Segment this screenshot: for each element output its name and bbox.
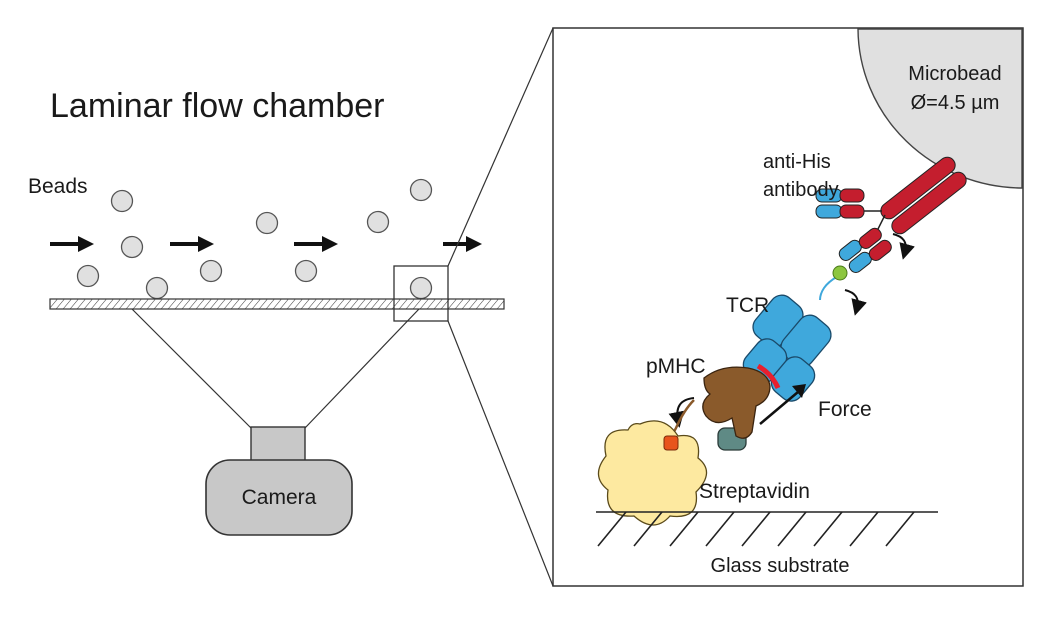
his-tag	[832, 265, 848, 281]
zoom-box	[393, 265, 449, 322]
force-label: Force	[818, 398, 872, 421]
streptavidin	[597, 420, 708, 526]
view-cone	[131, 308, 420, 429]
microbead-size-label: Ø=4.5 µm	[911, 92, 1000, 114]
tcr-label: TCR	[726, 294, 769, 317]
flow-arrow-1	[50, 236, 94, 252]
bead	[76, 264, 100, 288]
camera-label: Camera	[242, 486, 317, 509]
bead	[110, 189, 134, 213]
rotation-arrow-icon	[844, 289, 867, 316]
streptavidin-label: Streptavidin	[699, 480, 810, 503]
beads-label: Beads	[28, 175, 88, 198]
chamber-surface	[49, 298, 505, 310]
bead	[366, 210, 390, 234]
flow-arrows	[50, 236, 482, 252]
flow-arrow-3	[294, 236, 338, 252]
bead	[145, 276, 169, 300]
bead	[409, 178, 433, 202]
chamber-title: Laminar flow chamber	[50, 87, 384, 125]
biotin	[663, 435, 679, 451]
bead	[120, 235, 144, 259]
antibody-label: antibody	[763, 179, 839, 201]
rotation-arrows	[668, 233, 915, 428]
flow-arrow-2	[170, 236, 214, 252]
bead	[199, 259, 223, 283]
rotation-arrow-icon	[668, 397, 695, 428]
his-linker	[819, 275, 839, 301]
camera-icon	[205, 426, 353, 536]
anti-his-antibody	[815, 156, 967, 273]
bead	[294, 259, 318, 283]
microbead-label: Microbead	[908, 63, 1001, 85]
force-arrow	[759, 384, 806, 425]
microbead	[857, 28, 1023, 189]
bead	[255, 211, 279, 235]
beads	[76, 178, 433, 300]
glass-substrate-label: Glass substrate	[711, 555, 850, 577]
rotation-arrow-icon	[892, 233, 915, 260]
flow-arrow-4	[443, 236, 482, 252]
anti-his-label: anti-His	[763, 151, 831, 173]
glass-substrate	[596, 511, 938, 547]
bead	[409, 276, 433, 300]
pmhc	[667, 366, 771, 451]
binding-interface	[756, 363, 781, 390]
pmhc-label: pMHC	[646, 355, 706, 378]
zoom-connectors	[447, 27, 554, 587]
